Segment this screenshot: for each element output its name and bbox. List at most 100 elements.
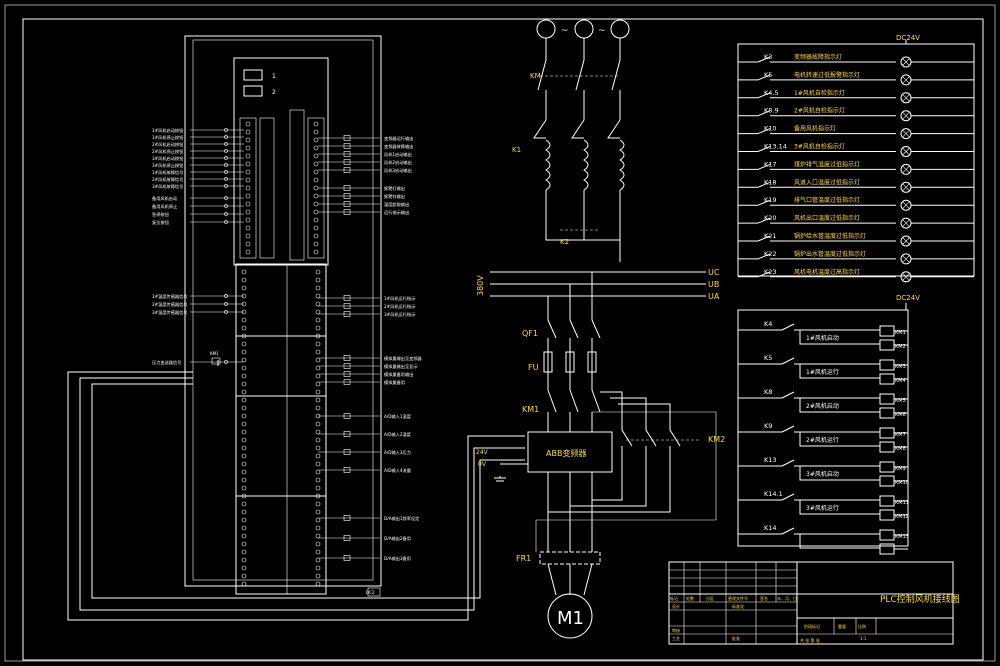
relay-coil — [879, 461, 895, 473]
thermal-relay-box — [539, 551, 601, 565]
tb-scale-value: 1:1 — [860, 636, 867, 641]
plc-wiring — [190, 128, 380, 561]
plc-output-labels: 变频器运行输出变频器故障输出风机1启动输出风机2启动输出风机3启动输出报警灯输出… — [384, 135, 423, 562]
plc-output-label: 2#风机运行指示 — [384, 303, 415, 310]
indicator-code: K23 — [764, 268, 777, 276]
relay-code: K9 — [764, 422, 772, 430]
relay-coil — [879, 373, 895, 385]
plc-output-label: D/A输出2备用 — [384, 535, 411, 542]
relay-coil-label: KM5 — [895, 398, 906, 404]
plc-output-label: 模拟量备用输出 — [384, 371, 413, 378]
indicator-text: 排气口管温度过低指示灯 — [794, 196, 860, 204]
plc-output-label: 风机3启动输出 — [384, 167, 412, 174]
plc-output-label: 风机1启动输出 — [384, 151, 412, 158]
indicator-code: K21 — [764, 232, 777, 240]
relay-supply-label: DC24V — [896, 294, 920, 302]
plc-port-2-label: 2 — [272, 89, 276, 96]
indicator-text: 风机电机温度过高指示灯 — [794, 268, 860, 276]
plc-output-label: A/D输入1温度 — [384, 413, 412, 420]
relay-code: K5 — [764, 354, 772, 362]
plc-output-label: 1#风机运行指示 — [384, 295, 415, 302]
plc-output-label: 3#风机运行指示 — [384, 311, 415, 318]
plc-input-label: 1#风机故障信号 — [152, 169, 183, 176]
relay-coil — [879, 495, 895, 507]
tb-role-craft: 工艺 — [672, 636, 680, 641]
indicator-code: K19 — [764, 196, 777, 204]
relay-coil — [879, 407, 895, 419]
relay-text: 3#风机启动 — [806, 470, 839, 478]
relay-coil — [879, 475, 895, 487]
indicator-code: K18 — [764, 178, 777, 186]
tb-role-review: 审核 — [672, 627, 680, 633]
relay-text: 3#风机运行 — [806, 504, 839, 512]
relay-coil — [879, 529, 895, 541]
indicator-supply-label: DC24V — [896, 34, 920, 42]
motor-label: M1 — [557, 608, 584, 629]
tb-header-4: 签名 — [760, 595, 768, 601]
km1-label: KM1 — [522, 405, 539, 414]
relay-coil-label: KM11 — [895, 500, 909, 506]
relay-coil-label: KM3 — [895, 364, 906, 370]
relay-text: 2#风机启动 — [806, 402, 839, 410]
indicator-text: 3#风机自检指示灯 — [794, 143, 845, 151]
plc-output-label: 报警灯输出 — [384, 185, 405, 192]
indicator-text: 电机转速过低报警指示灯 — [794, 71, 860, 79]
plc-output-label: A/D输入4流量 — [384, 467, 411, 474]
plc-analog-module-2 — [235, 495, 327, 595]
relay-coil — [879, 509, 895, 521]
plc-io-module-2 — [235, 335, 327, 397]
plc-port-1-label: 1 — [272, 73, 276, 80]
plc-input-labels: 1#风机启动按钮1#风机停止按钮2#风机启动按钮2#风机停止按钮3#风机启动按钮… — [152, 127, 188, 366]
indicator-text: 备用风机指示灯 — [794, 125, 836, 133]
indicator-text: 煤炉排气温度过低指示灯 — [794, 160, 860, 168]
bus-phase-3: UA — [708, 292, 720, 301]
tb-role-std: 标准化 — [732, 603, 744, 609]
plc-input-label: 2#风机启动按钮 — [152, 141, 183, 148]
tb-stage: 阶段标记 — [804, 623, 820, 629]
indicator-text: 风机出口温度过低指示灯 — [794, 214, 860, 222]
relay-coil-label: KM6 — [895, 412, 906, 418]
relay-panel: DC24V K41#风机启动KM1KM2K51#风机运行KM3KM4K82#风机… — [737, 294, 920, 555]
drawing-title: PLC控制风机接线图 — [880, 593, 960, 605]
plc-output-label: D/A输出1频率设定 — [384, 515, 419, 522]
relay-coil — [879, 427, 895, 439]
tb-header-2: 分区 — [706, 595, 714, 601]
plc-input-label: 备用风机启动 — [152, 195, 177, 202]
indicator-text: 变频器故障指示灯 — [794, 53, 842, 61]
plc-output-label: 变频器故障输出 — [384, 143, 413, 150]
tb-header-1: 处数 — [686, 595, 694, 601]
relay-text: 1#风机运行 — [806, 368, 839, 376]
indicator-code: K17 — [764, 160, 777, 168]
relay-coil-label: KM10 — [895, 480, 909, 486]
indicator-code: K5 — [764, 71, 772, 79]
tb-role-approve: 批准 — [732, 635, 740, 641]
relay-coil-label: KM7 — [895, 432, 906, 438]
relay-coil — [879, 325, 895, 337]
relay-coil-label: KM2 — [895, 344, 906, 350]
relay-text: 2#风机运行 — [806, 436, 839, 444]
indicator-code: K20 — [764, 214, 777, 222]
title-block: PLC控制风机接线图 标记 处数 分区 更改文件号 签名 年、月、日 设计 标准… — [668, 561, 960, 645]
indicator-text: 锅炉出水管温度过低指示灯 — [794, 250, 866, 258]
plc-output-label: D/A输出3备用 — [384, 555, 411, 562]
plc-input-label: 1#风机启动按钮 — [152, 127, 183, 134]
plc-input-label: 复位按钮 — [152, 219, 169, 226]
plc-input-label: 2#温度传感器信号 — [152, 301, 188, 308]
indicator-code: K10 — [764, 125, 777, 133]
plc-input-label: 2#风机故障信号 — [152, 176, 183, 183]
plc-input-label: 2#风机停止按钮 — [152, 148, 183, 155]
fr-label: FR1 — [516, 554, 531, 563]
tb-header-0: 标记 — [670, 595, 678, 601]
relay-coil-label: KM9 — [895, 466, 906, 472]
indicator-text: 风道入口温度过低指示灯 — [794, 178, 860, 186]
plc-output-label: 风机2启动输出 — [384, 159, 412, 166]
plc-output-label: 模拟量输出至显示 — [384, 363, 418, 370]
bus-phase-1: UC — [708, 268, 720, 277]
plc-output-label: 运行指示输出 — [384, 209, 409, 216]
indicator-code: K13.14 — [764, 143, 787, 151]
plc-input-label: 备用风机停止 — [152, 203, 177, 210]
plc-km-tag: KM1 — [210, 351, 219, 356]
plc-io-module-1 — [235, 263, 327, 337]
